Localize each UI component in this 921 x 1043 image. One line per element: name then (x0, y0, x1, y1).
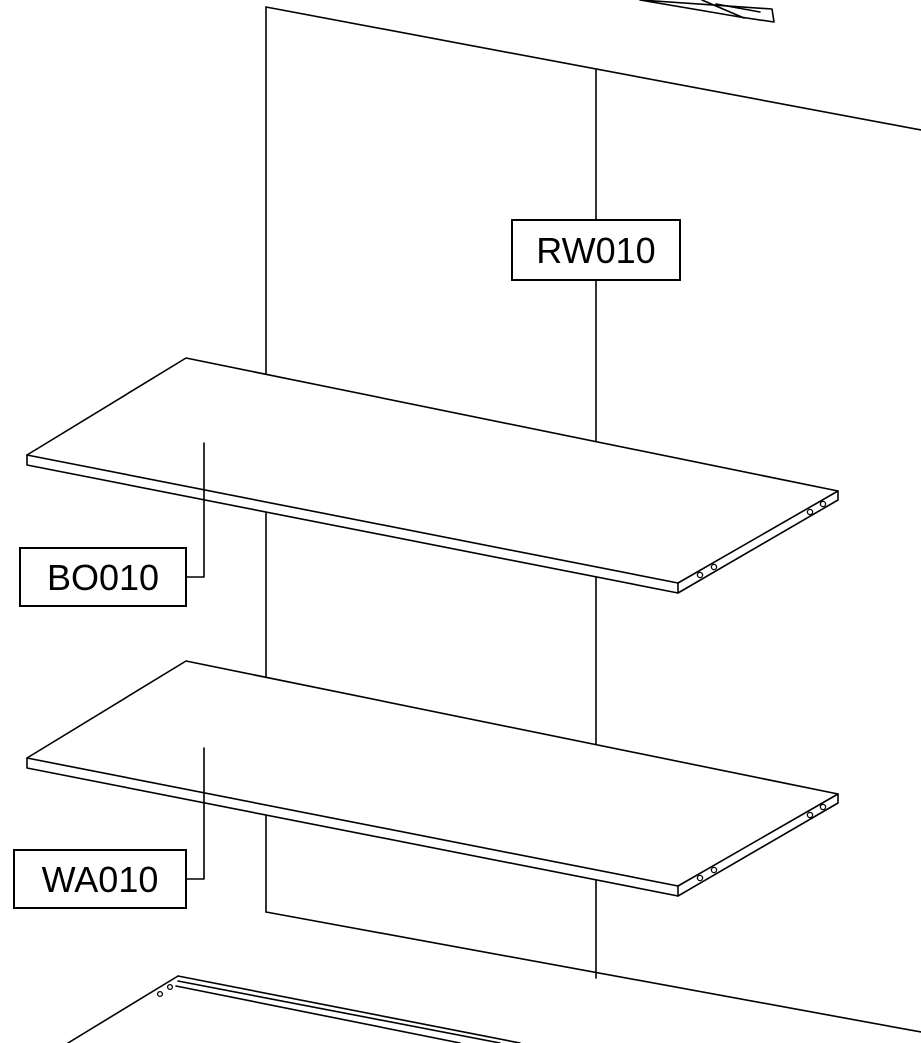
label-bo010-text: BO010 (47, 557, 159, 598)
dowel-hole (806, 508, 814, 516)
top-rail (639, 0, 775, 23)
dowel-hole (819, 803, 827, 811)
dowel-hole (819, 500, 827, 508)
dowel-hole (710, 866, 718, 874)
shelf-lower (26, 660, 839, 897)
label-rw010-text: RW010 (536, 230, 655, 271)
bottom-panel (67, 975, 521, 1043)
dowel-hole (806, 811, 814, 819)
leader-line-bo010 (186, 442, 205, 578)
dowel-hole (156, 990, 164, 998)
label-wa010-text: WA010 (42, 859, 159, 900)
leader-line-wa010 (186, 747, 205, 880)
dowel-hole (696, 571, 704, 579)
label-wa010: WA010 (13, 849, 187, 909)
shelf-upper (26, 357, 839, 594)
dowel-hole (696, 874, 704, 882)
label-rw010: RW010 (511, 219, 681, 281)
dowel-hole (710, 563, 718, 571)
dowel-hole (166, 983, 174, 991)
label-bo010: BO010 (19, 547, 187, 607)
